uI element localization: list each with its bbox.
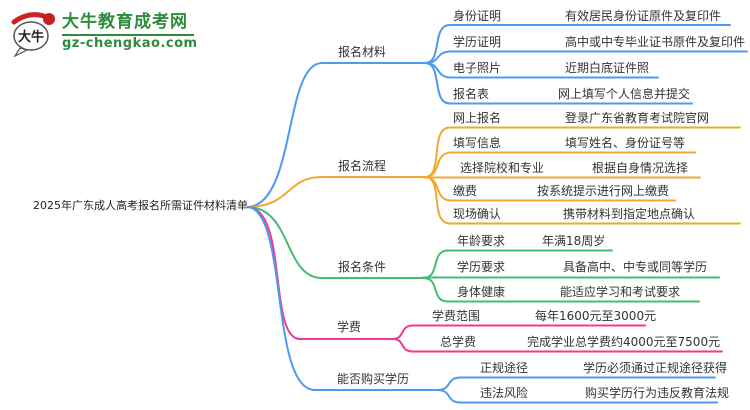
branch-label-1: 报名流程 (338, 159, 387, 173)
child-value: 学历必须通过正规途径获得 (583, 361, 728, 375)
child-value: 近期白底证件照 (565, 61, 650, 75)
connector-root-branch-1 (247, 176, 426, 208)
connector-root-branch-2 (247, 206, 424, 279)
child-label: 违法风险 (480, 386, 529, 400)
branch-label-2: 报名条件 (338, 260, 387, 274)
child-value: 填写姓名、身份证号等 (565, 136, 686, 150)
child-value: 根据自身情况选择 (592, 161, 689, 175)
child-value: 高中或中专毕业证书原件及复印件 (565, 35, 746, 49)
child-value: 购买学历行为违反教育法规 (585, 386, 730, 400)
child-value: 年满18周岁 (542, 234, 606, 248)
connector-root-branch-0 (247, 62, 426, 208)
child-label: 学费范围 (432, 309, 481, 323)
child-value: 有效居民身份证原件及复印件 (565, 9, 722, 23)
connector-b1-child-4 (424, 176, 741, 225)
branch-label-0: 报名材料 (338, 45, 387, 59)
child-label: 总学费 (440, 335, 477, 349)
child-value: 具备高中、中专或同等学历 (563, 260, 708, 274)
child-label: 身体健康 (457, 285, 506, 299)
child-value: 登录广东省教育考试院官网 (565, 111, 710, 125)
logo-bubble-text: 大牛 (18, 29, 44, 45)
child-value: 携带材料到指定地点确认 (563, 207, 696, 221)
branch-label-3: 学费 (337, 320, 362, 334)
branch-label-4: 能否购买学历 (337, 372, 410, 386)
child-label: 填写信息 (453, 136, 502, 150)
site-url: gz-chengkao.com (62, 35, 198, 51)
connector-root-branch-4 (247, 206, 438, 391)
child-label: 现场确认 (453, 207, 502, 221)
connector-b4-child-1 (436, 389, 718, 404)
child-label: 选择院校和专业 (460, 161, 545, 175)
connector-b2-child-2 (422, 277, 700, 303)
root-node: 2025年广东成人高考报名所需证件材料清单 (33, 199, 248, 212)
child-value: 每年1600元至3000元 (535, 309, 657, 323)
connector-b0-child-3 (424, 62, 693, 105)
child-label: 缴费 (453, 184, 478, 198)
child-label: 身份证明 (453, 9, 502, 23)
child-label: 学历要求 (457, 260, 506, 274)
site-name: 大牛教育成考网 (62, 12, 188, 32)
logo-divider (62, 33, 194, 36)
site-logo: 大牛 大牛教育成考网 gz-chengkao.com (8, 6, 198, 58)
child-value: 完成学业总学费约4000元至7500元 (527, 335, 721, 349)
child-value: 能适应学习和考试要求 (560, 285, 681, 299)
child-value: 网上填写个人信息并提交 (558, 87, 691, 101)
child-value: 按系统提示进行网上缴费 (537, 184, 670, 198)
child-label: 正规途径 (480, 361, 529, 375)
child-label: 网上报名 (453, 111, 502, 125)
connector-b1-child-1 (424, 151, 696, 178)
child-label: 电子照片 (453, 61, 502, 75)
connector-b3-child-1 (391, 338, 723, 353)
child-label: 报名表 (453, 87, 490, 101)
child-label: 学历证明 (453, 35, 502, 49)
dainiu-logo-icon: 大牛 (11, 12, 55, 58)
child-label: 年龄要求 (457, 234, 506, 248)
